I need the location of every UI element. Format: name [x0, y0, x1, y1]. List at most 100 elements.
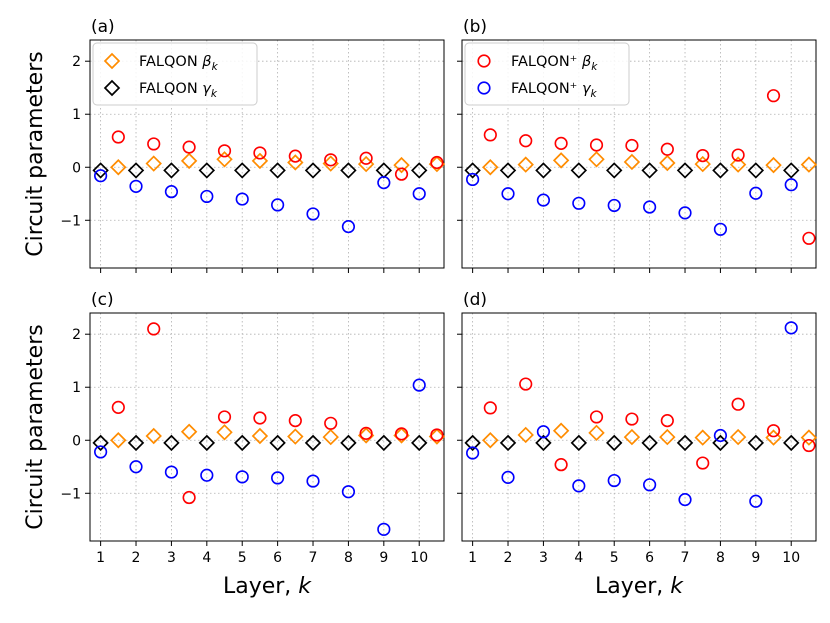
- data-point: [180, 423, 198, 440]
- data-point: [464, 162, 481, 179]
- x-tick-label: 5: [238, 550, 247, 566]
- data-point: [678, 206, 692, 220]
- data-point: [802, 231, 816, 245]
- data-point: [766, 89, 781, 103]
- x-tick-label: 8: [716, 550, 725, 566]
- axes-frame: [461, 312, 817, 542]
- data-point: [607, 473, 621, 488]
- panel-label: (a): [91, 17, 115, 37]
- series-2: [483, 377, 816, 472]
- data-point: [731, 148, 745, 162]
- data-point: [696, 456, 710, 470]
- data-point: [251, 152, 269, 170]
- data-point: [129, 179, 143, 193]
- data-point: [784, 321, 798, 335]
- data-point: [235, 470, 249, 484]
- data-point: [393, 156, 410, 174]
- data-point: [163, 162, 180, 179]
- data-point: [92, 162, 109, 179]
- data-point: [641, 434, 658, 452]
- data-point: [552, 152, 570, 169]
- data-point: [713, 428, 728, 443]
- data-point: [482, 432, 499, 449]
- x-tick-label: 4: [202, 550, 211, 566]
- data-point: [501, 470, 515, 484]
- data-point: [676, 434, 694, 452]
- data-point: [287, 428, 304, 445]
- x-tick-label: 6: [645, 550, 654, 566]
- data-point: [127, 434, 145, 452]
- data-point: [641, 162, 658, 179]
- data-point: [517, 156, 534, 173]
- data-point: [678, 493, 692, 507]
- axes-frame: [461, 39, 817, 269]
- data-point: [694, 155, 711, 173]
- x-tick-label: 10: [782, 550, 800, 566]
- data-point: [251, 427, 269, 445]
- x-tick-label: 10: [410, 550, 428, 566]
- series-1: [464, 434, 800, 452]
- data-point: [271, 198, 285, 212]
- data-point: [483, 401, 497, 415]
- data-point: [94, 445, 108, 459]
- data-point: [536, 425, 551, 439]
- data-point: [412, 187, 426, 201]
- data-point: [572, 196, 586, 210]
- data-point: [235, 192, 249, 206]
- data-point: [588, 151, 605, 168]
- y-tick-label: −1: [60, 486, 81, 502]
- legend-marker: [103, 79, 121, 97]
- data-point: [200, 189, 214, 204]
- data-point: [377, 176, 391, 190]
- x-axis-title: Layer, k: [223, 574, 312, 599]
- data-point: [766, 424, 781, 438]
- data-point: [198, 434, 216, 452]
- data-point: [182, 140, 196, 154]
- data-point: [253, 146, 267, 160]
- series-3: [94, 378, 426, 536]
- data-point: [572, 479, 586, 493]
- data-point: [340, 162, 357, 179]
- data-point: [340, 434, 357, 452]
- data-point: [111, 400, 125, 414]
- x-tick-label: 7: [309, 550, 318, 566]
- x-tick-label: 8: [344, 550, 353, 566]
- data-point: [164, 185, 179, 199]
- y-axis-title: Circuit parameters: [23, 51, 48, 256]
- series-2: [111, 130, 444, 181]
- legend-marker: [477, 54, 491, 68]
- data-point: [180, 152, 198, 170]
- axes-frame: [89, 312, 445, 542]
- data-point: [554, 458, 568, 472]
- data-point: [802, 438, 816, 453]
- data-point: [394, 167, 409, 181]
- x-tick-label: 2: [504, 550, 513, 566]
- y-tick-label: 2: [72, 54, 81, 70]
- data-point: [341, 220, 356, 234]
- legend-label: FALQON βk: [139, 54, 219, 73]
- data-point: [357, 427, 375, 444]
- data-point: [517, 426, 534, 444]
- data-point: [147, 137, 161, 151]
- legend-label: FALQON⁺ βk: [511, 54, 598, 73]
- data-point: [428, 155, 446, 173]
- data-point: [428, 428, 446, 445]
- data-point: [164, 465, 179, 479]
- data-point: [588, 424, 605, 442]
- series-3: [466, 321, 798, 508]
- y-tick-label: 2: [72, 327, 81, 343]
- data-point: [800, 156, 818, 173]
- legend-marker: [103, 52, 121, 70]
- data-point: [304, 162, 322, 179]
- series-0: [482, 422, 818, 449]
- data-point: [111, 130, 125, 144]
- series-1: [92, 434, 428, 452]
- data-point: [322, 428, 339, 446]
- data-point: [324, 153, 338, 167]
- data-point: [341, 485, 356, 499]
